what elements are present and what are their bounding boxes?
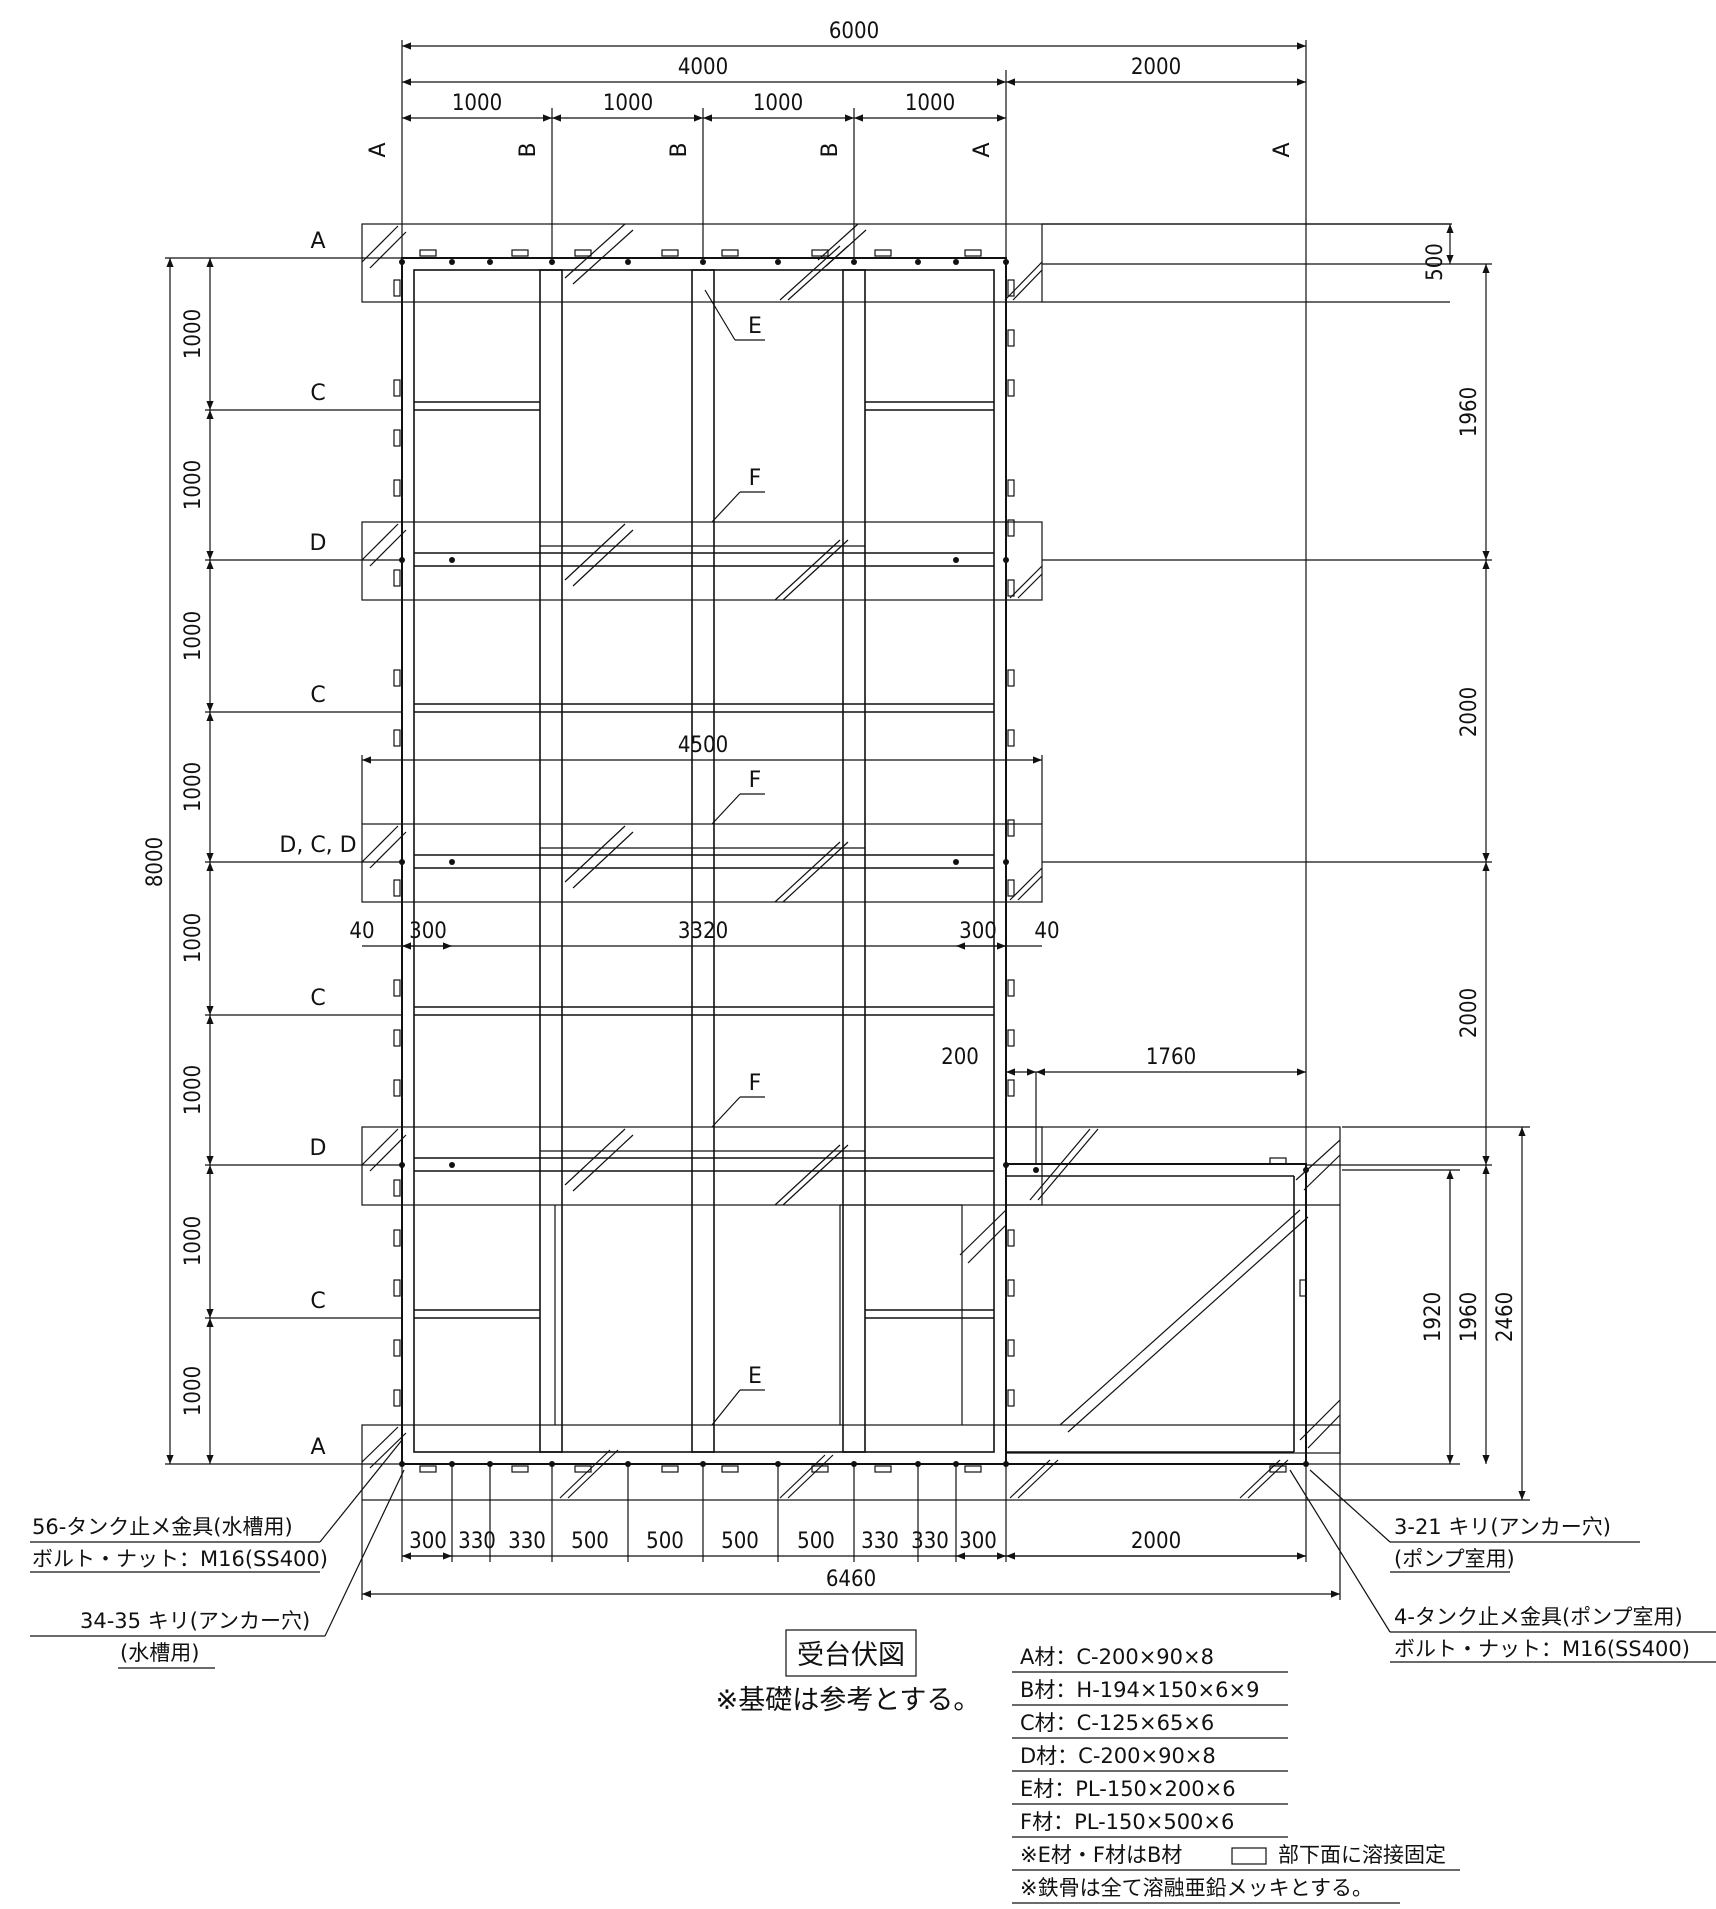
- dim-40-right: 40: [1034, 919, 1059, 944]
- note-pump-fitting: 4-タンク止メ金具(ポンプ室用): [1394, 1605, 1683, 1629]
- dim-b-300-2: 300: [959, 1529, 997, 1554]
- bottom-dim-ticks: [451, 1464, 957, 1562]
- dim-1000-r7: 1000: [181, 1216, 206, 1266]
- footnote-galvanize: ※鉄骨は全て溶融亜鉛メッキとする。: [1020, 1876, 1373, 1900]
- materials-list: A材：C-200×90×8 B材：H-194×150×6×9 C材：C-125×…: [1012, 1645, 1460, 1904]
- dim-b-500-4: 500: [797, 1529, 835, 1554]
- dim-b-300-1: 300: [409, 1529, 447, 1554]
- dim-b-330-4: 330: [911, 1529, 949, 1554]
- footnote-weld-b: 部下面に溶接固定: [1278, 1843, 1446, 1867]
- row-label-c1: C: [310, 381, 325, 406]
- b-member-symbol: [1231, 1847, 1267, 1865]
- dim-4000: 4000: [678, 55, 728, 80]
- dim-6000: 6000: [829, 19, 879, 44]
- drawing-subtitle: ※基礎は参考とする。: [716, 1685, 981, 1716]
- dim-b-330-2: 330: [508, 1529, 546, 1554]
- dim-300-right: 300: [959, 919, 997, 944]
- plate-label-e-bot: E: [748, 1364, 762, 1389]
- dim-1000-bay3: 1000: [753, 91, 803, 116]
- dim-1000-bay2: 1000: [603, 91, 653, 116]
- row-label-d2: D: [310, 1136, 327, 1161]
- col-label-b1: B: [516, 142, 541, 157]
- row-label-dcd: D, C, D: [279, 833, 356, 858]
- dim-300-left: 300: [409, 919, 447, 944]
- title-box: [785, 1629, 917, 1677]
- dim-1000-bay4: 1000: [905, 91, 955, 116]
- material-d: D材：C-200×90×8: [1020, 1744, 1216, 1768]
- anchor-holes: [399, 259, 1309, 1467]
- dim-500: 500: [1423, 243, 1448, 281]
- dim-1000-r1: 1000: [181, 309, 206, 359]
- dim-1000-r6: 1000: [181, 1065, 206, 1115]
- material-c: C材：C-125×65×6: [1020, 1711, 1214, 1735]
- dim-b-2000: 2000: [1131, 1529, 1181, 1554]
- footnote-weld-a: ※E材・F材はB材: [1020, 1843, 1182, 1867]
- plate-label-f2: F: [749, 768, 762, 793]
- dim-200: 200: [941, 1045, 979, 1070]
- row-label-c4: C: [310, 1289, 325, 1314]
- note-tank-anchor: 34-35 キリ(アンカー穴): [80, 1609, 310, 1633]
- member-labels: A B B B A A A C D C D, C, D C D C A E F …: [279, 142, 1295, 1460]
- material-f: F材：PL-150×500×6: [1020, 1810, 1234, 1834]
- note-tank-fitting: 56-タンク止メ金具(水槽用): [32, 1515, 293, 1539]
- row-label-c2: C: [310, 683, 325, 708]
- leader-lines: [30, 289, 1716, 1669]
- drawing-title: 受台伏図: [797, 1640, 905, 1671]
- steel-frame: [401, 257, 1307, 1465]
- dim-2000-b: 2000: [1457, 988, 1482, 1038]
- dim-1000-bay1: 1000: [452, 91, 502, 116]
- tank-fittings: [393, 249, 1307, 1473]
- material-e: E材：PL-150×200×6: [1020, 1777, 1236, 1801]
- row-label-a-top: A: [310, 229, 325, 254]
- dimension-lines: [166, 42, 1526, 1600]
- dim-1000-r3: 1000: [181, 611, 206, 661]
- foundation-hatching: [361, 223, 1341, 1499]
- row-label-c3: C: [310, 986, 325, 1011]
- plate-label-f3: F: [749, 1071, 762, 1096]
- dimension-text: 6000 4000 2000 1000 1000 1000 1000 500 1…: [143, 19, 1518, 1592]
- row-label-a-bot: A: [310, 1435, 325, 1460]
- material-b: B材：H-194×150×6×9: [1020, 1678, 1259, 1702]
- dim-2460: 2460: [1493, 1292, 1518, 1342]
- foundation-outlines: [361, 223, 1450, 1501]
- note-pump-anchor: 3-21 キリ(アンカー穴): [1394, 1515, 1611, 1539]
- dim-b-500-1: 500: [571, 1529, 609, 1554]
- dim-2000-top: 2000: [1131, 55, 1181, 80]
- dim-1000-r2: 1000: [181, 460, 206, 510]
- col-label-b3: B: [818, 142, 843, 157]
- callout-notes: 56-タンク止メ金具(水槽用) ボルト・ナット：M16(SS400) 34-35…: [32, 1515, 1690, 1665]
- plate-label-f1: F: [749, 466, 762, 491]
- dim-4500: 4500: [678, 733, 728, 758]
- dim-1920: 1920: [1421, 1292, 1446, 1342]
- row-label-d1: D: [310, 531, 327, 556]
- note-tank-bolt: ボルト・ナット：M16(SS400): [32, 1547, 328, 1571]
- dim-1960-b: 1960: [1457, 1292, 1482, 1342]
- col-label-a1: A: [366, 142, 391, 157]
- dim-8000: 8000: [143, 837, 168, 887]
- dim-3320: 3320: [678, 919, 728, 944]
- dim-b-500-3: 500: [721, 1529, 759, 1554]
- dim-b-500-2: 500: [646, 1529, 684, 1554]
- dim-1960-a: 1960: [1457, 387, 1482, 437]
- note-pump-anchor-sub: (ポンプ室用): [1394, 1547, 1515, 1571]
- dim-2000-a: 2000: [1457, 687, 1482, 737]
- note-pump-bolt: ボルト・ナット：M16(SS400): [1394, 1637, 1690, 1661]
- note-tank-anchor-sub: (水槽用): [120, 1641, 199, 1665]
- grid-lines: [165, 40, 1530, 1501]
- plate-label-e-top: E: [748, 314, 762, 339]
- dim-1000-r4: 1000: [181, 762, 206, 812]
- col-label-b2: B: [667, 142, 692, 157]
- dim-1000-r5: 1000: [181, 913, 206, 963]
- col-label-a3: A: [1270, 142, 1295, 157]
- material-a: A材：C-200×90×8: [1020, 1645, 1214, 1669]
- dim-40-left: 40: [349, 919, 374, 944]
- dim-b-330-3: 330: [861, 1529, 899, 1554]
- dim-1760: 1760: [1146, 1045, 1196, 1070]
- dim-1000-r8: 1000: [181, 1366, 206, 1416]
- dim-6460: 6460: [826, 1567, 876, 1592]
- col-label-a2: A: [970, 142, 995, 157]
